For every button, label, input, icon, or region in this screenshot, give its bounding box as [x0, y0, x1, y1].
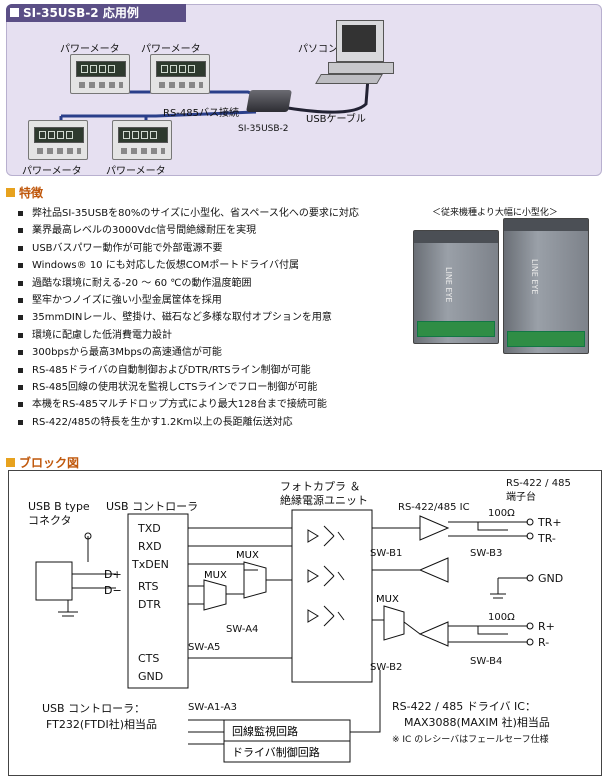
usb-connector-symbol: [35, 561, 73, 601]
driver-tx: [419, 515, 450, 541]
feature-item: Windows® 10 にも対応した仮想COMポートドライバ付属: [18, 257, 403, 274]
feature-list: 弊社品SI-35USBを80%のサイズに小型化、省スペース化への要求に対応 業界…: [18, 205, 403, 431]
power-meter-3: [28, 120, 88, 160]
feature-item: 業界最高レベルの3000Vdc信号間絶縁耐圧を実現: [18, 222, 403, 239]
switch-sw-b4: SW-B4: [470, 656, 502, 667]
signal-txden: TxDEN: [131, 558, 169, 571]
isolation-unit-block: [291, 509, 373, 683]
old-device-photo: LINE EYE: [503, 218, 589, 354]
power-meter-label: パワーメータ: [106, 166, 166, 177]
mux-2: [243, 561, 267, 599]
device-label: SI-35USB-2: [238, 124, 289, 134]
driver-note-2: MAX3088(MAXIM 社)相当品: [404, 715, 550, 729]
resistor-label: 100Ω: [488, 612, 515, 623]
driver-circuit-label: ドライバ制御回路: [232, 745, 320, 759]
feature-item: 環境に配慮した低消費電力設計: [18, 327, 403, 344]
dplus-label: D+: [104, 568, 122, 581]
feature-item: 35mmDINレール、壁掛け、磁石など多様な取付オプションを用意: [18, 309, 403, 326]
terminal-r-minus: R-: [538, 636, 549, 649]
feature-item: 弊社品SI-35USBを80%のサイズに小型化、省スペース化への要求に対応: [18, 205, 403, 222]
si35usb2-device-image: [246, 90, 292, 112]
block-diagram-frame: [8, 470, 602, 776]
application-example-title: SI-35USB-2 応用例: [6, 4, 186, 22]
feature-item: USBバスパワー動作が可能で外部電源不要: [18, 240, 403, 257]
mux-3: [383, 605, 405, 641]
driver-note-3: ※ IC のレシーバはフェールセーフ仕様: [392, 733, 549, 745]
terminal-tr-plus: TR+: [537, 516, 562, 529]
photo-caption: ＜従来機種より大幅に小型化＞: [432, 208, 558, 218]
mux-label: MUX: [376, 594, 399, 605]
new-device-photo: LINE EYE: [413, 230, 499, 344]
feature-item: 堅牢かつノイズに強い小型金属筐体を採用: [18, 292, 403, 309]
switch-sw-a4: SW-A4: [226, 624, 258, 635]
switch-sw-b2: SW-B2: [370, 662, 402, 673]
block-diagram-heading: ブロック図: [6, 454, 79, 471]
power-meter-1: [70, 54, 130, 94]
controller-title: USB コントローラ: [106, 500, 198, 513]
terminal-label-2: 端子台: [506, 490, 536, 503]
pc-body-icon: [328, 62, 394, 74]
power-meter-label: パワーメータ: [22, 166, 82, 177]
block-diagram: USB B type コネクタ USB コントローラ フォトカプラ ＆ 絶縁電源…: [28, 478, 571, 763]
receiver-2: [418, 621, 449, 647]
pc-monitor-icon: [336, 20, 384, 62]
terminal-gnd: GND: [538, 572, 563, 585]
usb-cable-label: USBケーブル: [306, 112, 366, 125]
power-meter-2: [150, 54, 210, 94]
feature-item: RS-422/485の特長を生かす1.2Km以上の長距離伝送対応: [18, 414, 403, 431]
photocoupler-label-2: 絶縁電源ユニット: [280, 493, 368, 507]
signal-gnd: GND: [138, 670, 163, 683]
monitor-circuit-label: 回線監視回路: [232, 724, 298, 738]
feature-item: RS-485回線の使用状況を監視しCTSラインでフロー制御が可能: [18, 379, 403, 396]
signal-txd: TXD: [137, 522, 161, 535]
resistor-label: 100Ω: [488, 508, 515, 519]
terminal-r-plus: R+: [538, 620, 555, 633]
controller-note-2: FT232(FTDI社)相当品: [46, 717, 157, 731]
switch-sw-a1-a3: SW-A1-A3: [188, 702, 237, 713]
usb-connector-label-1: USB B type: [28, 500, 90, 513]
photocoupler-label-1: フォトカプラ ＆: [280, 480, 361, 493]
driver-note-1: RS-422 / 485 ドライバ IC：: [392, 700, 536, 713]
bus-label: RS-485バス接続: [163, 108, 239, 119]
receiver-1: [418, 557, 449, 583]
power-meter-label: パワーメータ: [141, 44, 201, 55]
features-heading: 特徴: [6, 184, 43, 201]
pc-label: パソコン: [298, 44, 338, 55]
usb-connector-label-2: コネクタ: [28, 514, 72, 527]
power-meter-label: パワーメータ: [60, 44, 120, 55]
terminal-label-1: RS-422 / 485: [506, 478, 571, 489]
mux-label: MUX: [236, 550, 259, 561]
mux-label: MUX: [204, 570, 227, 581]
feature-item: 過酷な環境に耐える-20 ～ 60 ℃の動作温度範囲: [18, 275, 403, 292]
switch-sw-b3: SW-B3: [470, 548, 502, 559]
feature-item: 300bpsから最高3Mbpsの高速通信が可能: [18, 344, 403, 361]
keyboard-icon: [315, 74, 383, 84]
signal-dtr: DTR: [138, 598, 161, 611]
terminal-tr-minus: TR-: [537, 532, 556, 545]
controller-note-1: USB コントローラ：: [42, 702, 145, 715]
dminus-label: D−: [104, 584, 122, 597]
feature-item: RS-485ドライバの自動制御およびDTR/RTSライン制御が可能: [18, 362, 403, 379]
signal-cts: CTS: [138, 652, 159, 665]
signal-rxd: RXD: [138, 540, 162, 553]
ic-label: RS-422/485 IC: [398, 502, 470, 513]
power-meter-4: [112, 120, 172, 160]
switch-sw-b1: SW-B1: [370, 548, 402, 559]
usb-controller-block: [127, 513, 189, 689]
switch-sw-a5: SW-A5: [188, 642, 220, 653]
feature-item: 本機をRS-485マルチドロップ方式により最大128台まで接続可能: [18, 396, 403, 413]
mux-1: [203, 579, 227, 611]
signal-rts: RTS: [138, 580, 159, 593]
